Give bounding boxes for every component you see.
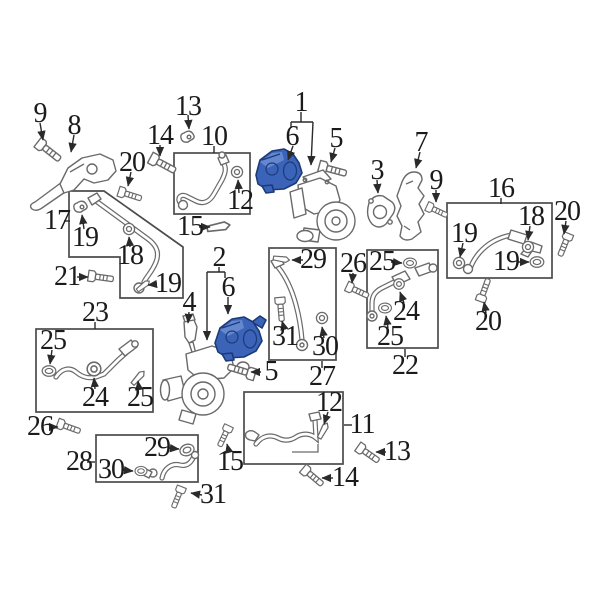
callout-25-box22-bottom[interactable]: 25 [377,321,404,352]
callout-20-right[interactable]: 20 [554,196,581,227]
callout-24-box23[interactable]: 24 [82,382,109,413]
callout-11[interactable]: 11 [349,409,376,440]
part-ring-25-box22-top [403,257,417,269]
part-bolt-21 [86,269,115,286]
part-bolt-9-top-left [33,136,65,165]
group-box-22 [366,249,439,349]
part-grommet-12-box10 [230,165,244,179]
callout-6-lower[interactable]: 6 [221,272,236,303]
part-bolt-14-bottom [298,463,327,490]
part-4-sensor [182,313,198,356]
callout-10[interactable]: 10 [201,121,228,152]
part-10-oil-supply-tube [176,151,230,211]
callout-9-top-left[interactable]: 9 [33,98,48,129]
part-nut-24-box22 [393,278,405,290]
part-3-gasket [366,194,396,228]
callout-8[interactable]: 8 [67,110,82,141]
part-clip-13-top [180,130,195,143]
callout-23[interactable]: 23 [82,297,109,328]
part-8-bracket [29,153,117,211]
callout-22[interactable]: 22 [392,350,419,381]
group-box-10 [173,152,251,215]
part-bolt-15-bottom [214,423,234,449]
callout-arrows [37,112,570,499]
callout-7[interactable]: 7 [414,127,429,158]
callout-13-bottom[interactable]: 13 [384,436,411,467]
part-ring-30-box27 [315,311,329,325]
callout-14-bottom[interactable]: 14 [332,462,359,493]
callout-21[interactable]: 21 [54,261,81,292]
callout-26-right[interactable]: 26 [340,248,367,279]
group-box-17 [68,190,184,299]
part-ring-25-box22-bottom [378,302,392,314]
part-7-heat-shield [396,171,425,241]
callout-15-top[interactable]: 15 [177,211,204,242]
part-nut-18-box17 [122,222,136,236]
part-17-oil-return-tube [87,192,161,294]
callout-16[interactable]: 16 [488,173,515,204]
callout-29-box27[interactable]: 29 [300,244,327,275]
callout-20-below-box16[interactable]: 20 [475,306,502,337]
part-nut-19-box16-left [452,256,466,270]
part-6-turbo-actuator-upper-highlighted [255,148,303,194]
part-bolt-26-left [55,417,83,437]
part-nut-18-box16 [521,240,535,254]
callout-19-box17-bottom[interactable]: 19 [155,268,182,299]
callout-17[interactable]: 17 [44,205,71,236]
group-box-28 [95,434,199,483]
callout-18-box16[interactable]: 18 [518,201,545,232]
callout-19-box17-top[interactable]: 19 [72,222,99,253]
callout-15-bottom[interactable]: 15 [217,446,244,477]
part-1-turbocharger-upper [289,169,356,243]
part-bolt-20-left [116,185,144,205]
callout-25-box22-top[interactable]: 25 [369,246,396,277]
part-bolt-20-below-box16 [474,276,494,304]
part-ring-25-box23-left [41,365,57,377]
callout-12-box10[interactable]: 12 [227,185,254,216]
callout-6-upper[interactable]: 6 [285,121,300,152]
callout-30-box28[interactable]: 30 [98,454,125,485]
callout-14-top[interactable]: 14 [147,120,174,151]
callout-25-box23-left[interactable]: 25 [40,325,67,356]
callout-9-right[interactable]: 9 [429,165,444,196]
callout-5-upper[interactable]: 5 [329,123,344,154]
callout-13-top[interactable]: 13 [175,91,202,122]
group-box-16 [446,202,553,279]
part-bolt-20-right [554,231,575,259]
callout-31-box27[interactable]: 31 [272,321,299,352]
callout-1[interactable]: 1 [294,87,309,118]
callout-31-bottom[interactable]: 31 [200,479,227,510]
callout-12-box11[interactable]: 12 [316,387,343,418]
callout-20-left[interactable]: 20 [119,147,146,178]
callout-28[interactable]: 28 [66,446,93,477]
part-ring-30-box28 [134,465,148,477]
callout-4[interactable]: 4 [182,287,197,318]
callout-24-box22[interactable]: 24 [393,296,420,327]
part-bolt-13-bottom [354,441,383,466]
callout-3[interactable]: 3 [370,155,385,186]
part-23-coolant-hose [53,339,139,381]
callout-27[interactable]: 27 [309,361,336,392]
part-ring-19-box16-right [529,256,545,268]
callout-19-box16-right[interactable]: 19 [493,246,520,277]
part-11-vacuum-hose [244,411,322,453]
callout-30-box27[interactable]: 30 [312,331,339,362]
part-bushing-24-box23 [86,361,102,377]
callout-26-left[interactable]: 26 [27,411,54,442]
callout-29-box28[interactable]: 29 [144,432,171,463]
callout-18-box17[interactable]: 18 [117,240,144,271]
callout-25-box23-right[interactable]: 25 [127,382,154,413]
callout-19-box16-left[interactable]: 19 [451,218,478,249]
part-bolt-9-right [424,201,450,221]
group-box-27 [268,247,337,361]
callout-2[interactable]: 2 [212,242,227,273]
part-fitting-15-top [205,220,232,234]
part-bolt-31-bottom [168,484,187,510]
group-box-11 [243,391,344,465]
callout-5-lower[interactable]: 5 [264,356,279,387]
part-6-turbo-actuator-lower-highlighted [214,315,267,362]
